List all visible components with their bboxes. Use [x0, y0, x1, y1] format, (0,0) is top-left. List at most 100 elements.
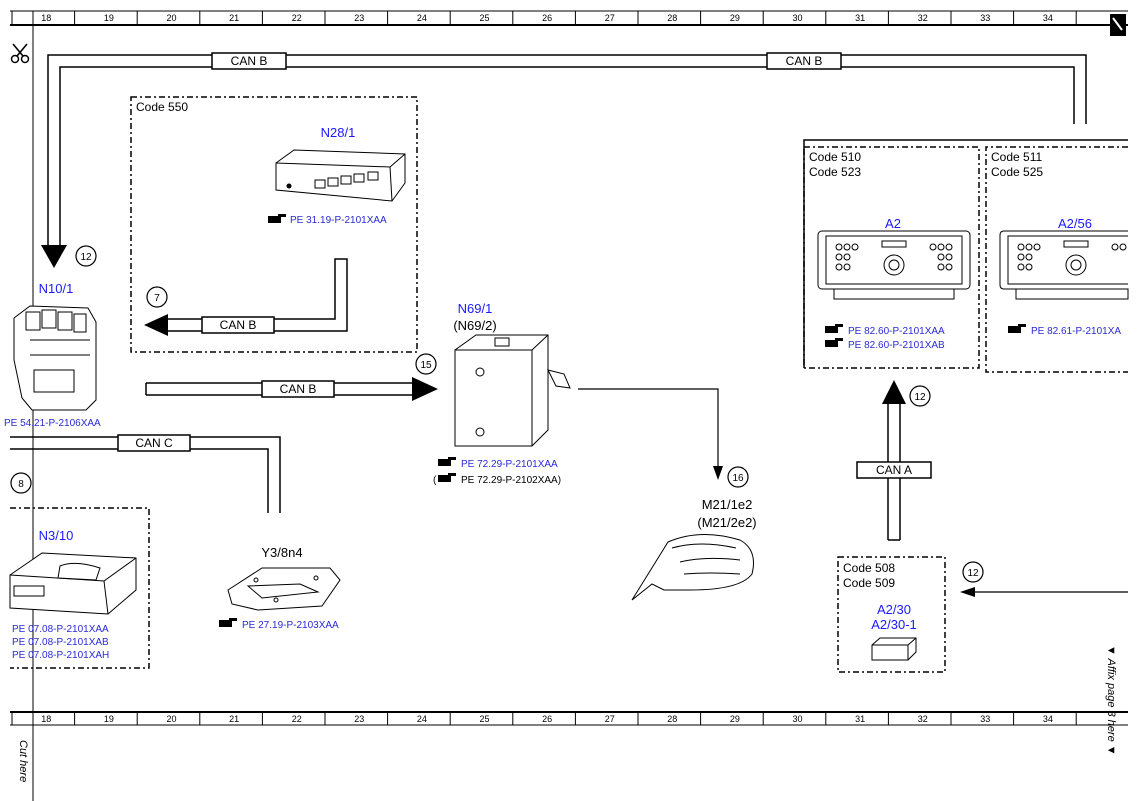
top-ruler-number: 25	[479, 13, 489, 23]
can-c-bus	[10, 436, 281, 513]
m21-1e2-label: M21/1e2	[702, 497, 753, 512]
n69-1-reference-1[interactable]: PE 72.29-P-2101XAA	[438, 457, 558, 470]
bottom-ruler-number: 21	[229, 714, 239, 724]
arrow-down-m21	[713, 466, 723, 480]
arrow-down-n10	[41, 245, 67, 268]
callout-12-right: 12	[962, 561, 984, 583]
code-550-box	[130, 96, 418, 353]
can-b-top-right-label: CAN B	[766, 52, 842, 70]
top-ruler-number: 21	[229, 13, 239, 23]
svg-text:CAN B: CAN B	[786, 54, 823, 68]
arrow-left-code550	[144, 314, 168, 336]
n69-2-label: (N69/2)	[453, 318, 496, 333]
m21-2e2-label: (M21/2e2)	[697, 515, 756, 530]
bottom-ruler-number: 24	[417, 714, 427, 724]
svg-text:12: 12	[80, 252, 92, 263]
a2-56-reference[interactable]: PE 82.61-P-2101XA	[1008, 324, 1121, 337]
code-510-label: Code 510	[809, 150, 861, 164]
code-510-box	[803, 146, 980, 369]
bottom-ruler-number: 23	[354, 714, 364, 724]
pointing-hand-icon	[268, 214, 286, 223]
n69-1-reference-2[interactable]: ( PE 72.29-P-2102XAA)	[433, 473, 561, 486]
can-b-top-bus	[47, 54, 1087, 245]
n69-to-m21-wire	[578, 388, 719, 466]
top-ruler-number: 22	[292, 13, 302, 23]
code-511-box	[985, 146, 1128, 373]
code-525-label: Code 525	[991, 165, 1043, 179]
can-b-top-left-label: CAN B	[211, 52, 287, 70]
svg-text:PE 82.60-P-2101XAA: PE 82.60-P-2101XAA	[848, 326, 945, 337]
svg-text:CAN B: CAN B	[220, 318, 257, 332]
svg-text:CAN B: CAN B	[280, 382, 317, 396]
a2-30-module-image	[871, 637, 917, 661]
n3-10-reference-2[interactable]: PE 07.08-P-2101XAB	[12, 637, 109, 648]
bottom-ruler-number: 31	[855, 714, 865, 724]
top-ruler-number: 20	[166, 13, 176, 23]
svg-text:CAN C: CAN C	[135, 436, 173, 450]
code-523-label: Code 523	[809, 165, 861, 179]
pointing-hand-icon	[219, 618, 237, 627]
bottom-ruler-number: 28	[667, 714, 677, 724]
n10-1-label: N10/1	[39, 281, 74, 296]
svg-text:PE 07.08-P-2101XAA: PE 07.08-P-2101XAA	[12, 624, 109, 635]
n3-10-reference-3[interactable]: PE 07.08-P-2101XAH	[12, 650, 109, 661]
svg-text:PE 31.19-P-2101XAA: PE 31.19-P-2101XAA	[290, 215, 387, 226]
a2-reference-1[interactable]: PE 82.60-P-2101XAA	[825, 324, 945, 337]
page-tab-icon	[1110, 14, 1126, 36]
a2-56-label: A2/56	[1058, 216, 1092, 231]
callout-8: 8	[10, 472, 32, 494]
bottom-ruler-number: 30	[792, 714, 802, 724]
pointing-hand-icon	[438, 473, 456, 482]
n10-1-reference[interactable]: PE 54.21-P-2106XAA	[4, 418, 101, 429]
top-ruler-number: 29	[730, 13, 740, 23]
affix-page-text: ▼ Affix page 3 here ▼	[1105, 645, 1117, 756]
svg-text:PE 27.19-P-2103XAA: PE 27.19-P-2103XAA	[242, 620, 339, 631]
a2-56-radio-image	[999, 230, 1129, 300]
bottom-ruler-number: 26	[542, 714, 552, 724]
top-ruler-number: 33	[980, 13, 990, 23]
top-ruler-number: 28	[667, 13, 677, 23]
a2-30-label: A2/30	[877, 602, 911, 617]
svg-text:12: 12	[967, 568, 979, 579]
svg-text:PE 54.21-P-2106XAA: PE 54.21-P-2106XAA	[4, 418, 101, 429]
svg-text:CAN A: CAN A	[876, 463, 912, 477]
code-550-label: Code 550	[136, 100, 188, 114]
svg-text:PE 07.08-P-2101XAB: PE 07.08-P-2101XAB	[12, 637, 109, 648]
top-ruler-number: 18	[41, 13, 51, 23]
bottom-ruler-number: 18	[41, 714, 51, 724]
svg-text:8: 8	[18, 479, 24, 490]
svg-text:12: 12	[914, 392, 926, 403]
bottom-ruler-number: 19	[104, 714, 114, 724]
callout-15: 15	[415, 353, 437, 375]
n28-1-reference[interactable]: PE 31.19-P-2101XAA	[268, 214, 387, 226]
svg-text:7: 7	[154, 293, 160, 304]
n69-1-label: N69/1	[458, 301, 493, 316]
n69-1-module-image	[454, 334, 571, 447]
callout-16: 16	[727, 466, 749, 488]
top-ruler-number: 31	[855, 13, 865, 23]
bottom-ruler-number: 25	[479, 714, 489, 724]
a2-reference-2[interactable]: PE 82.60-P-2101XAB	[825, 338, 945, 351]
svg-text:PE 72.29-P-2101XAA: PE 72.29-P-2101XAA	[461, 459, 558, 470]
arrow-up-code510	[882, 380, 906, 404]
bottom-ruler-number: 32	[918, 714, 928, 724]
y3-8n4-label: Y3/8n4	[261, 545, 302, 560]
top-ruler-number: 30	[792, 13, 802, 23]
top-ruler-number: 26	[542, 13, 552, 23]
n3-10-reference-1[interactable]: PE 07.08-P-2101XAA	[12, 624, 109, 635]
y3-8n4-reference[interactable]: PE 27.19-P-2103XAA	[219, 618, 339, 631]
y3-8n4-module-image	[227, 567, 341, 611]
bottom-ruler-number: 33	[980, 714, 990, 724]
n3-10-module-image	[9, 552, 137, 615]
arrow-left-code508	[960, 587, 975, 597]
callout-7: 7	[146, 286, 168, 308]
code-508-box	[837, 556, 946, 673]
n28-1-label: N28/1	[321, 125, 356, 140]
pointing-hand-icon	[825, 338, 843, 347]
cut-here-text: Cut here	[17, 740, 29, 782]
callout-12-n10: 12	[75, 245, 97, 267]
can-b-code550-bus	[168, 258, 348, 332]
pointing-hand-icon	[438, 457, 456, 466]
